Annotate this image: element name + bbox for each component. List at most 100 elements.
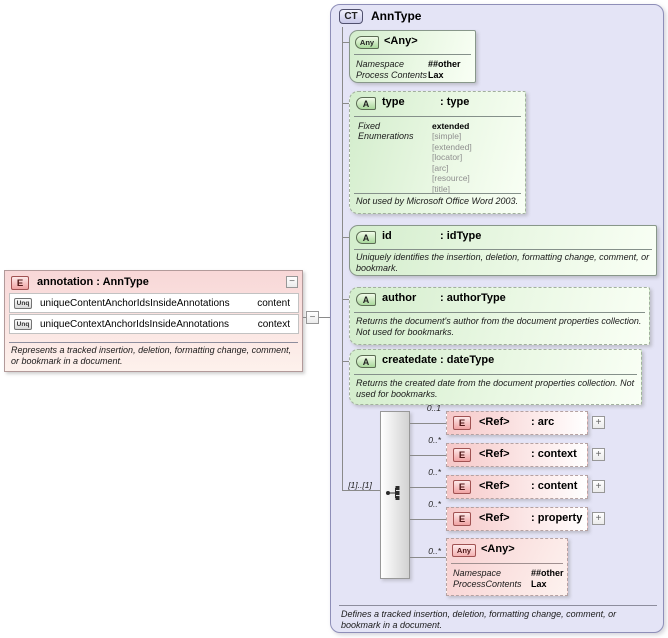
attribute-name: type <box>382 96 405 108</box>
annotation-element-node[interactable]: E annotation : AnnType − Unq uniqueConte… <box>4 270 303 372</box>
ref-cardinality: 0..1 <box>426 403 441 413</box>
branch-line <box>342 490 380 491</box>
divider <box>354 374 637 375</box>
any-wildcard-node[interactable]: Any <Any> Namespace ##other ProcessConte… <box>446 538 568 596</box>
branch-line <box>410 487 446 488</box>
element-badge: E <box>453 448 471 462</box>
prop-processcontents-label: Process Contents <box>356 70 428 80</box>
branch-line <box>342 237 349 238</box>
ref-cardinality: 0..* <box>428 499 441 509</box>
attribute-badge: A <box>356 293 376 306</box>
ref-type: : context <box>531 448 577 460</box>
any-badge: Any <box>452 544 476 557</box>
attribute-type: : dateType <box>440 354 495 366</box>
prop-namespace-label: Namespace <box>356 59 405 69</box>
enumerations-label: Enumerations <box>358 131 414 141</box>
divider <box>9 342 298 343</box>
any-cardinality: 0..* <box>428 546 441 556</box>
unique-badge: Unq <box>14 319 32 330</box>
attribute-id-node[interactable]: A id : idType Uniquely identifies the in… <box>349 225 657 276</box>
element-badge: E <box>453 512 471 526</box>
element-badge: E <box>453 480 471 494</box>
complex-type-container[interactable]: CT AnnType Any <Any> Namespace ##other P… <box>330 4 664 633</box>
prop-namespace-value: ##other <box>531 568 564 578</box>
branch-line <box>342 299 349 300</box>
branch-line <box>342 361 349 362</box>
any-title: <Any> <box>384 35 418 47</box>
constraint-field: context <box>257 319 290 330</box>
ref-content-node[interactable]: E <Ref> : content <box>446 475 588 499</box>
enum-value: [title] <box>432 183 450 194</box>
ref-type: : content <box>531 480 578 492</box>
prop-processcontents-value: Lax <box>428 70 444 80</box>
branch-line <box>410 423 446 424</box>
attribute-type: : type <box>440 96 470 108</box>
branch-line <box>342 103 349 104</box>
attribute-type-node[interactable]: A type : type Fixed extended Enumeration… <box>349 91 526 214</box>
model-group-bar[interactable] <box>380 411 410 579</box>
prop-processcontents-value: Lax <box>531 579 547 589</box>
expand-button[interactable]: + <box>592 416 605 429</box>
unique-constraint-row[interactable]: Unq uniqueContextAnchorIdsInsideAnnotati… <box>9 314 299 334</box>
enum-value: [locator] <box>432 152 463 162</box>
ref-type: : arc <box>531 416 555 428</box>
ref-arc-node[interactable]: E <Ref> : arc <box>446 411 588 435</box>
fixed-label: Fixed <box>358 121 381 131</box>
attribute-description: Returns the document's author from the d… <box>356 316 642 337</box>
expand-button[interactable]: + <box>592 512 605 525</box>
ref-name: <Ref> <box>479 480 510 492</box>
unique-badge: Unq <box>14 298 32 309</box>
prop-namespace-label: Namespace <box>453 568 502 578</box>
ref-property-node[interactable]: E <Ref> : property <box>446 507 588 531</box>
enum-value: [simple] <box>432 131 462 141</box>
divider <box>354 116 521 117</box>
branch-line <box>410 519 446 520</box>
attribute-name: createdate <box>382 354 438 366</box>
attribute-createdate-node[interactable]: A createdate : dateType Returns the crea… <box>349 349 642 405</box>
divider <box>354 312 645 313</box>
constraint-name: uniqueContextAnchorIdsInsideAnnotations <box>40 319 230 330</box>
any-wildcard-node[interactable]: Any <Any> Namespace ##other Process Cont… <box>349 30 476 83</box>
attribute-badge: A <box>356 355 376 368</box>
choice-icon <box>386 486 400 500</box>
collapse-button[interactable]: − <box>286 276 298 288</box>
complex-type-badge: CT <box>339 9 363 24</box>
trunk-line <box>342 27 343 490</box>
model-group-cardinality: [1]..[1] <box>348 480 372 490</box>
constraint-name: uniqueContentAnchorIdsInsideAnnotations <box>40 298 230 309</box>
ref-cardinality: 0..* <box>428 435 441 445</box>
attribute-description: Returns the created date from the docume… <box>356 378 635 399</box>
branch-line <box>410 557 446 558</box>
prop-processcontents-label: ProcessContents <box>453 579 522 589</box>
element-badge: E <box>453 416 471 430</box>
ref-name: <Ref> <box>479 512 510 524</box>
attribute-note: Not used by Microsoft Office Word 2003. <box>356 196 519 206</box>
divider <box>354 193 521 194</box>
ref-context-node[interactable]: E <Ref> : context <box>446 443 588 467</box>
any-title: <Any> <box>481 543 515 555</box>
connector-collapse-button[interactable]: − <box>306 311 319 324</box>
enum-value: [extended] <box>432 141 472 152</box>
ref-type: : property <box>531 512 583 524</box>
divider <box>339 605 657 606</box>
any-badge: Any <box>355 36 379 49</box>
attribute-author-node[interactable]: A author : authorType Returns the docume… <box>349 287 650 345</box>
attribute-type: : authorType <box>440 292 506 304</box>
attribute-badge: A <box>356 97 376 110</box>
unique-constraint-row[interactable]: Unq uniqueContentAnchorIdsInsideAnnotati… <box>9 293 299 313</box>
element-badge: E <box>11 276 29 290</box>
branch-line <box>342 42 349 43</box>
prop-namespace-value: ##other <box>428 59 461 69</box>
enum-value: [arc] <box>432 162 449 173</box>
complex-type-title: AnnType <box>371 9 422 23</box>
attribute-name: author <box>382 292 417 304</box>
ref-name: <Ref> <box>479 448 510 460</box>
divider <box>451 563 563 564</box>
divider <box>354 54 471 55</box>
expand-button[interactable]: + <box>592 448 605 461</box>
branch-line <box>410 455 446 456</box>
attribute-name: id <box>382 230 392 242</box>
attribute-badge: A <box>356 231 376 244</box>
expand-button[interactable]: + <box>592 480 605 493</box>
fixed-value: extended <box>432 121 470 131</box>
